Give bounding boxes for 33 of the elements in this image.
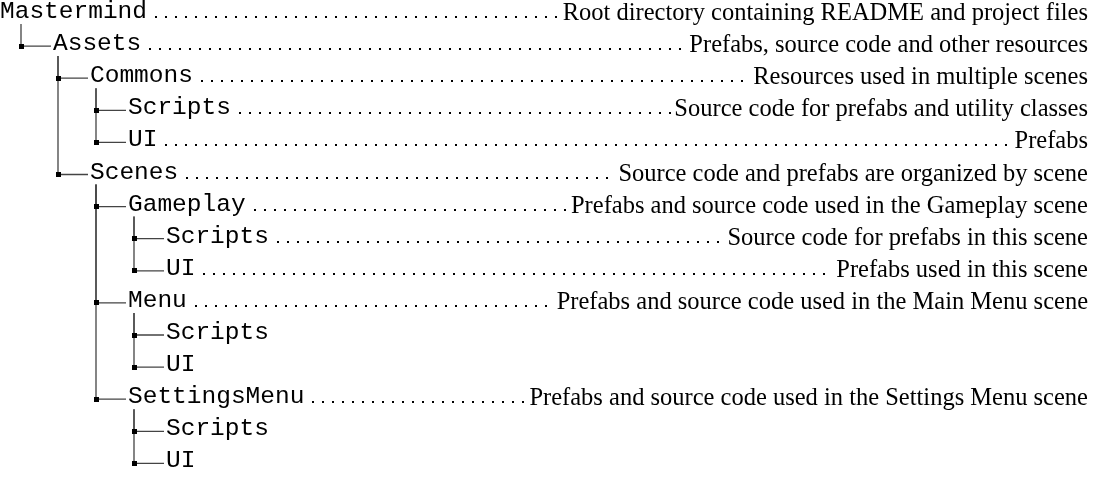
folder-description: Prefabs and source code used in the Main Menu scene [555,286,1088,315]
tree-connector [133,215,165,272]
folder-description: Prefabs and source code used in the Settings Menu scene [528,383,1088,412]
folder-name: Commons [90,62,194,91]
tree-connector [57,55,89,176]
folder-name: UI [128,126,159,155]
tree-connector [133,312,165,368]
folder-name: UI [166,254,197,283]
folder-name: Gameplay [128,190,247,219]
folder-name: Menu [128,286,188,315]
folder-name: Scripts [166,319,270,347]
folder-description: Resources used in multiple scenes [752,62,1088,91]
folder-name: SettingsMenu [128,383,306,412]
folder-description: Root directory containing README and project files [561,0,1088,26]
folder-name: Assets [53,30,143,59]
folder-description: Source code for prefabs and utility classes [673,94,1088,123]
folder-name: Mastermind [0,0,149,26]
folder-description: Source code for prefabs in this scene [726,222,1088,251]
folder-description: Prefabs [1013,126,1088,155]
folder-name: UI [166,447,197,476]
tree-connector [20,23,52,47]
tree-connector [95,87,127,144]
tree-connector [95,183,127,400]
folder-name: Scripts [166,222,270,251]
folder-name: UI [166,351,197,380]
folder-description: Prefabs, source code and other resources [688,30,1088,59]
folder-description: Source code and prefabs are organized by scene [617,158,1088,187]
folder-description: Prefabs and source code used in the Gameplay scene [569,190,1088,219]
folder-name: Scenes [90,158,180,187]
folder-name: Scripts [128,94,232,123]
folder-name: Scripts [166,415,270,444]
tree-connector [133,408,165,465]
folder-description: Prefabs used in this scene [835,254,1088,283]
